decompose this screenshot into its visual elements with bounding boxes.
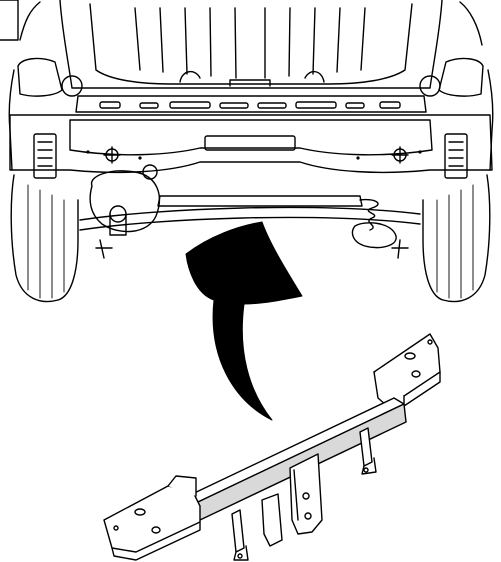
floor-bump-left xyxy=(179,71,201,83)
plate-hole-right-2 xyxy=(411,370,421,378)
plate-hole-right-1 xyxy=(404,352,416,360)
load-floor xyxy=(89,3,413,85)
bumper-slots xyxy=(99,101,401,109)
mount-plate-left xyxy=(103,485,201,553)
bumper-beam xyxy=(9,114,493,174)
floor-bump-right xyxy=(304,71,325,83)
spare-wheel-housing xyxy=(89,170,160,233)
hitch-bracket xyxy=(289,453,323,535)
corner-frame xyxy=(0,0,19,41)
tow-point-right xyxy=(391,146,409,164)
plate-hole-left-2 xyxy=(151,526,161,534)
wheel-left xyxy=(10,174,79,303)
hitch-hole-2 xyxy=(304,512,312,520)
bumper-upper xyxy=(75,95,427,113)
exhaust-pipe xyxy=(142,164,158,180)
rear-axle xyxy=(79,206,421,231)
wheel-right xyxy=(422,174,491,303)
bumper-recess xyxy=(69,119,433,156)
lamp-ring-right xyxy=(419,75,441,97)
install-direction-arrow xyxy=(185,221,303,421)
tailgate-opening xyxy=(59,0,443,89)
hanger-left xyxy=(231,509,245,553)
axle-crossmember xyxy=(157,195,363,207)
tail-lamp-left xyxy=(17,57,63,97)
tailgate-ribs xyxy=(134,7,366,79)
licence-plate-recess xyxy=(204,135,296,151)
body-outline xyxy=(8,1,494,171)
hitch-web xyxy=(261,493,283,547)
latch xyxy=(229,79,271,87)
bracket-left xyxy=(167,475,197,497)
shock-left xyxy=(95,239,113,259)
plate-hole-left-1 xyxy=(134,508,146,516)
reflector-right xyxy=(444,133,468,179)
shock-right xyxy=(391,239,409,259)
tow-point-left xyxy=(103,146,121,164)
fuel-tank-right xyxy=(351,222,397,249)
lamp-ring-left xyxy=(61,75,83,97)
hitch-hole-1 xyxy=(302,492,310,500)
tail-lamp-right xyxy=(438,57,484,97)
spring-right xyxy=(359,198,379,231)
vehicle-rear-view xyxy=(8,0,494,303)
reflector-left xyxy=(33,133,57,179)
bolt-holes xyxy=(86,150,422,160)
hanger-right xyxy=(359,427,373,467)
towbar-assembly xyxy=(103,333,441,561)
